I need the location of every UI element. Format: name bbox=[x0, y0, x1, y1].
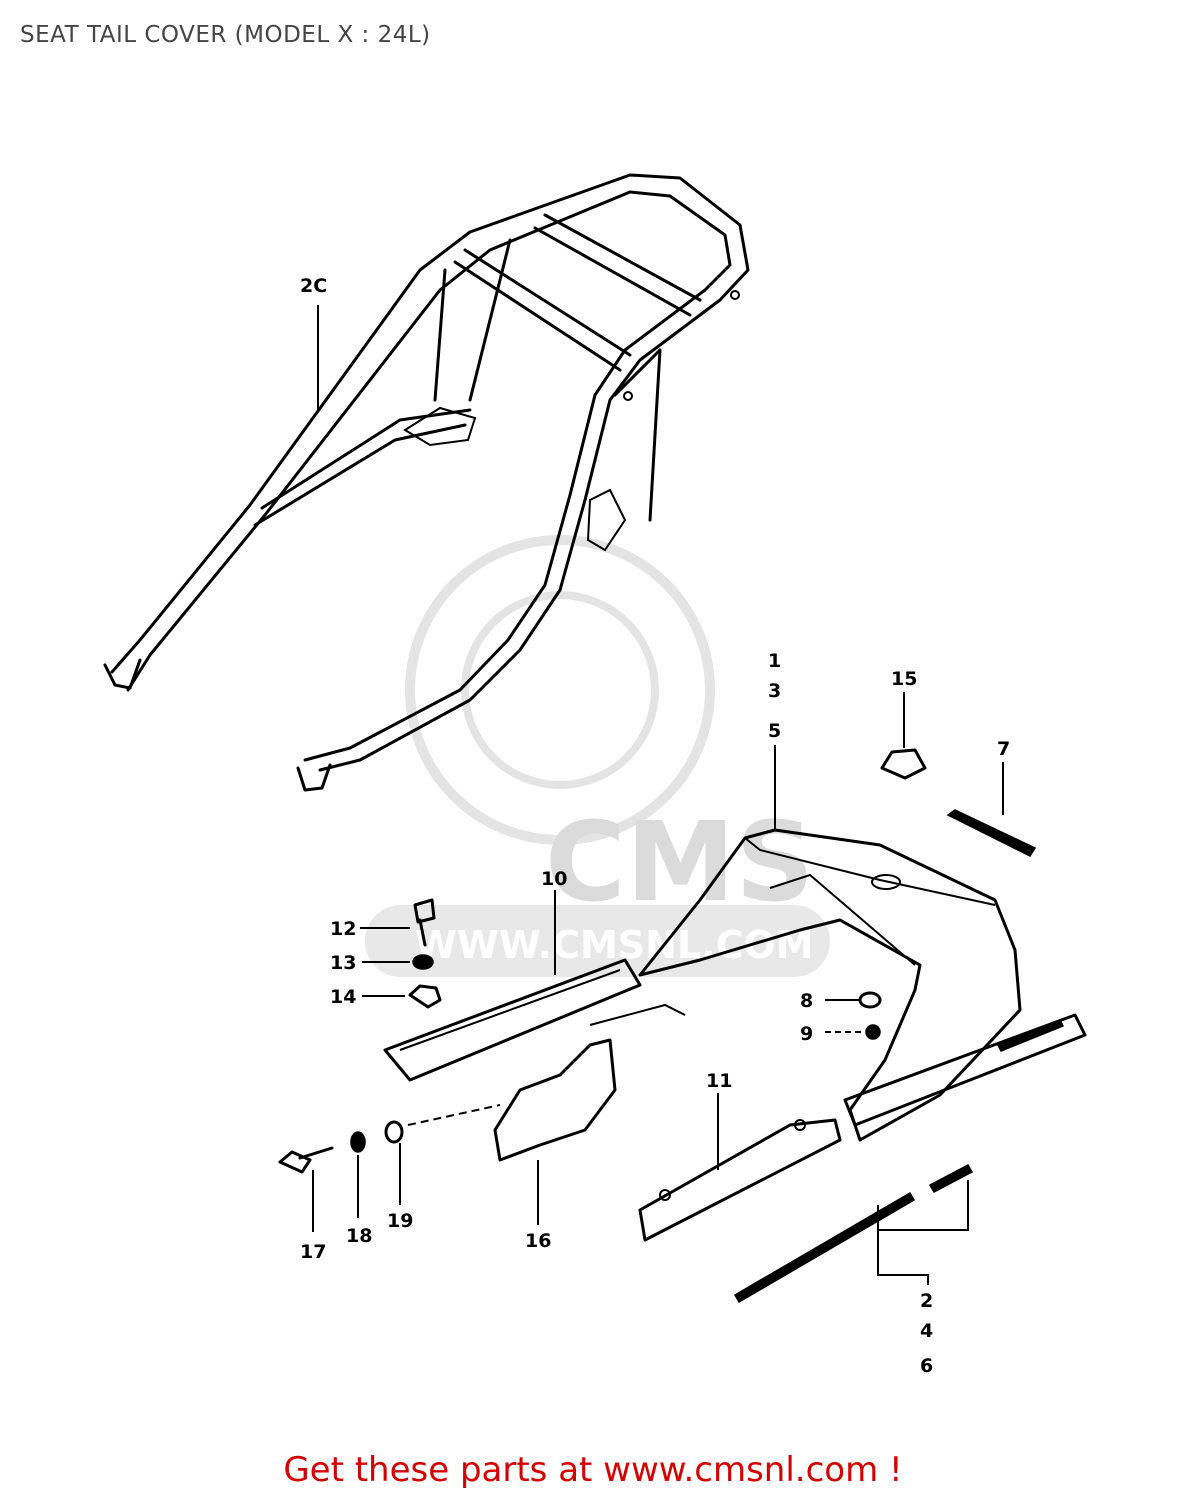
callout-8: 8 bbox=[800, 990, 813, 1012]
callout-16: 16 bbox=[525, 1230, 551, 1252]
callout-4: 4 bbox=[920, 1320, 933, 1342]
part-15-cap bbox=[880, 748, 927, 780]
callout-17: 17 bbox=[300, 1241, 326, 1263]
footer-link[interactable]: Get these parts at www.cmsnl.com ! bbox=[283, 1450, 903, 1490]
callout-12: 12 bbox=[330, 918, 356, 940]
leader-lines bbox=[312, 305, 1004, 1285]
watermark-brand: CMS bbox=[545, 798, 814, 926]
callout-2c: 2C bbox=[300, 275, 327, 297]
callout-3: 3 bbox=[768, 680, 781, 702]
hardware bbox=[278, 898, 882, 1174]
page-title: SEAT TAIL COVER (MODEL X : 24L) bbox=[20, 22, 431, 48]
callout-1: 1 bbox=[768, 650, 781, 672]
callout-18: 18 bbox=[346, 1225, 372, 1247]
callout-13: 13 bbox=[330, 952, 356, 974]
callout-9: 9 bbox=[800, 1023, 813, 1045]
callout-11: 11 bbox=[706, 1070, 732, 1092]
callout-10: 10 bbox=[541, 868, 567, 890]
part-7-strip bbox=[946, 809, 1037, 857]
callout-5: 5 bbox=[768, 720, 781, 742]
callouts: 2C 1 3 5 15 7 10 12 13 14 8 9 11 17 18 1… bbox=[300, 275, 1010, 1377]
callout-19: 19 bbox=[387, 1210, 413, 1232]
callout-7: 7 bbox=[997, 738, 1010, 760]
callout-6: 6 bbox=[920, 1355, 933, 1377]
part-10-bracket bbox=[383, 958, 642, 1082]
callout-15: 15 bbox=[891, 668, 917, 690]
seat-tail-cover bbox=[638, 828, 1022, 1142]
callout-2: 2 bbox=[920, 1290, 933, 1312]
part-16-bracket bbox=[493, 1003, 686, 1162]
part-11-bracket bbox=[638, 1118, 842, 1242]
callout-14: 14 bbox=[330, 986, 356, 1008]
part-2-4-6-strips bbox=[733, 1013, 1087, 1304]
seat-rail-frame bbox=[103, 173, 750, 792]
